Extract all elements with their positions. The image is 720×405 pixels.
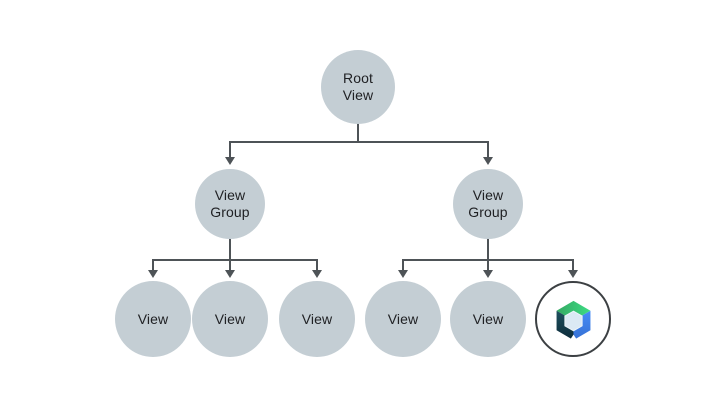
node-view-right-2: View xyxy=(450,281,526,357)
node-view-left-1-label: View xyxy=(137,310,169,327)
node-view-right-2-label: View xyxy=(472,310,504,327)
connector-stem-group-right xyxy=(487,141,489,158)
arrow-down-compose-icon xyxy=(568,270,578,278)
connector-group-left-stub xyxy=(229,237,231,261)
node-view-left-3-label: View xyxy=(301,310,333,327)
arrow-down-view-left-2-icon xyxy=(225,270,235,278)
arrow-down-view-left-3-icon xyxy=(312,270,322,278)
connector-stem-compose xyxy=(572,259,574,271)
node-jetpack-compose xyxy=(535,281,611,357)
connector-stem-view-left-3 xyxy=(316,259,318,271)
node-root-view-label-line1: Root xyxy=(343,70,373,86)
node-view-right-1-label: View xyxy=(387,310,419,327)
connector-root-stub xyxy=(357,122,359,143)
node-view-group-right-label-line2: Group xyxy=(468,204,508,220)
connector-stem-view-left-2 xyxy=(229,259,231,271)
connector-stem-view-left-1 xyxy=(152,259,154,271)
connector-left-horizontal xyxy=(152,259,318,261)
connector-group-right-stub xyxy=(487,237,489,261)
node-view-group-right: View Group xyxy=(453,169,523,239)
arrow-down-view-right-2-icon xyxy=(483,270,493,278)
node-view-left-1: View xyxy=(115,281,191,357)
connector-top-horizontal xyxy=(229,141,489,143)
arrow-down-group-left-icon xyxy=(225,157,235,165)
jetpack-compose-logo-icon xyxy=(550,296,597,343)
arrow-down-view-right-1-icon xyxy=(398,270,408,278)
node-view-left-2-label: View xyxy=(214,310,246,327)
node-view-right-1: View xyxy=(365,281,441,357)
node-root-view: Root View xyxy=(321,50,395,124)
arrow-down-group-right-icon xyxy=(483,157,493,165)
connector-stem-group-left xyxy=(229,141,231,158)
arrow-down-view-left-1-icon xyxy=(148,270,158,278)
connector-stem-view-right-1 xyxy=(402,259,404,271)
node-view-left-2: View xyxy=(192,281,268,357)
node-view-group-left-label-line1: View xyxy=(214,187,246,203)
connector-stem-view-right-2 xyxy=(487,259,489,271)
node-view-group-right-label-line1: View xyxy=(472,187,504,203)
node-view-group-left: View Group xyxy=(195,169,265,239)
node-root-view-label-line2: View xyxy=(342,87,374,103)
node-view-left-3: View xyxy=(279,281,355,357)
node-view-group-left-label-line2: Group xyxy=(210,204,250,220)
